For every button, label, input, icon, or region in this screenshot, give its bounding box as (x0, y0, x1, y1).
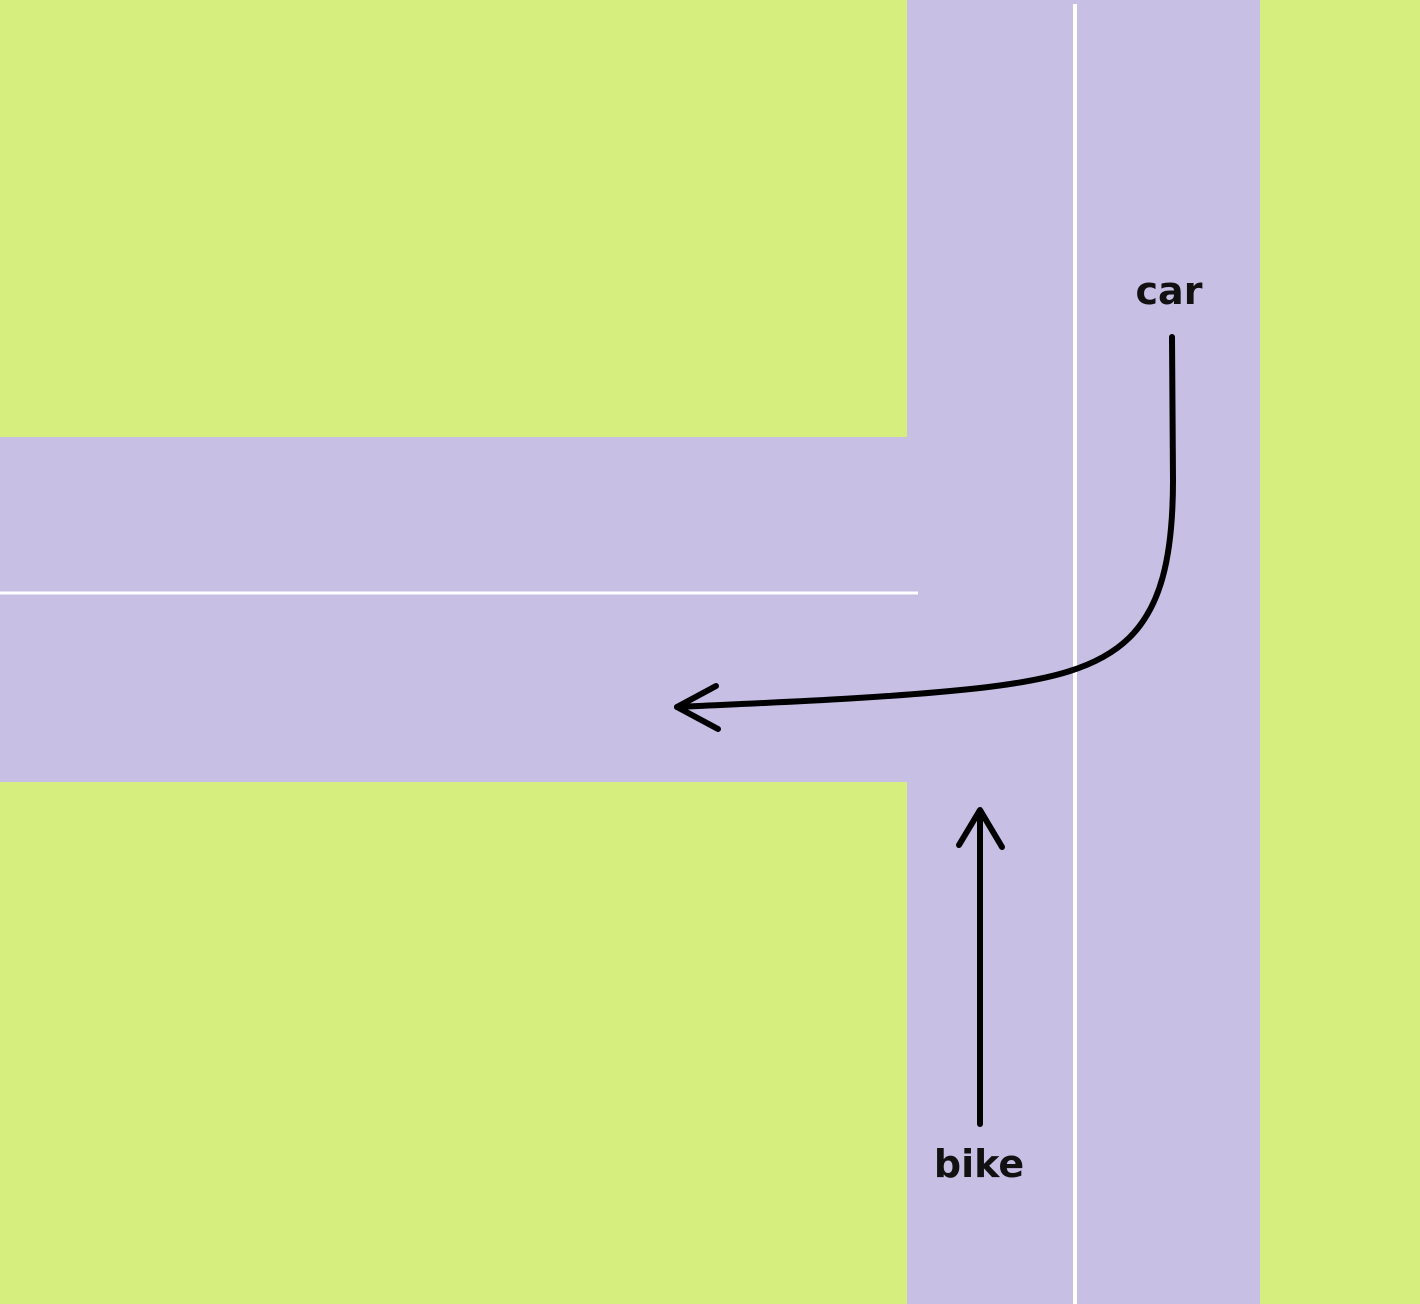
horizontal-road (0, 437, 1260, 782)
car-path-arrow (674, 334, 1176, 732)
bike-label: bike (934, 1142, 1024, 1186)
bike-path-arrowhead (956, 807, 1005, 850)
car-label: car (1136, 269, 1203, 313)
bike-path-arrow (956, 807, 1005, 1127)
car-path-arrowhead (674, 683, 721, 732)
car-path-line (674, 334, 1176, 710)
